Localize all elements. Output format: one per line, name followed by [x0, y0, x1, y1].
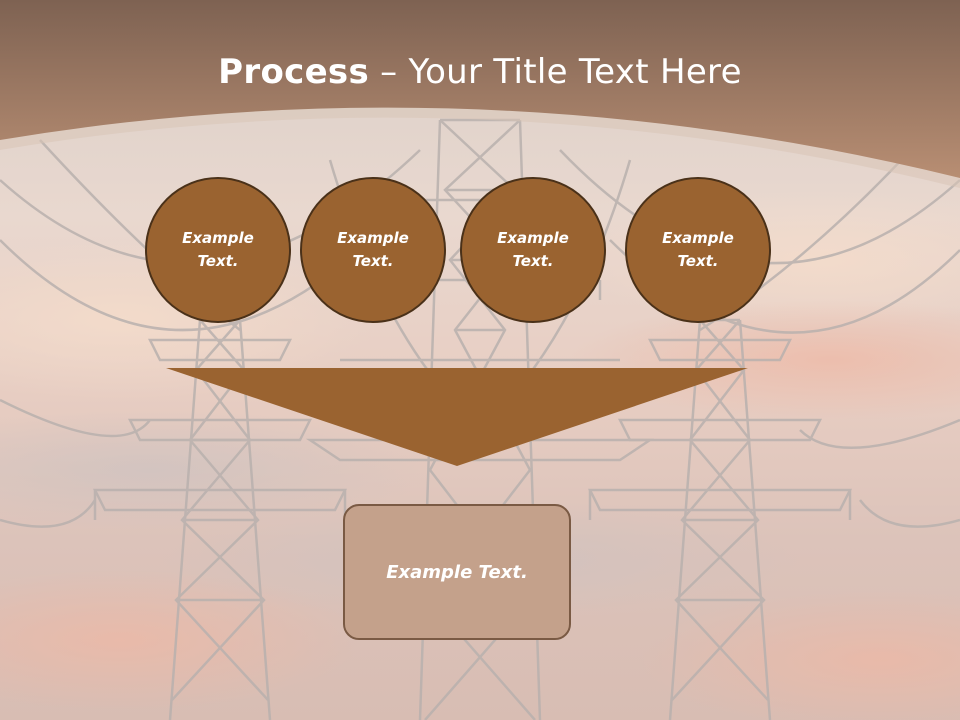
result-label: Example Text.: [386, 561, 528, 583]
title-rest: – Your Title Text Here: [369, 52, 742, 92]
step-circle-2: Example Text.: [300, 177, 446, 323]
header-band: [0, 0, 960, 188]
step-circle-4: Example Text.: [625, 177, 771, 323]
step-label-2: Example Text.: [337, 229, 409, 270]
title-bold: Process: [218, 52, 370, 92]
step-label-1: Example Text.: [182, 229, 254, 270]
step-circle-1: Example Text.: [145, 177, 291, 323]
step-circle-3: Example Text.: [460, 177, 606, 323]
step-label-3: Example Text.: [497, 229, 569, 270]
step-label-4: Example Text.: [662, 229, 734, 270]
result-box: Example Text.: [343, 504, 571, 640]
slide-title: Process – Your Title Text Here: [0, 52, 960, 92]
